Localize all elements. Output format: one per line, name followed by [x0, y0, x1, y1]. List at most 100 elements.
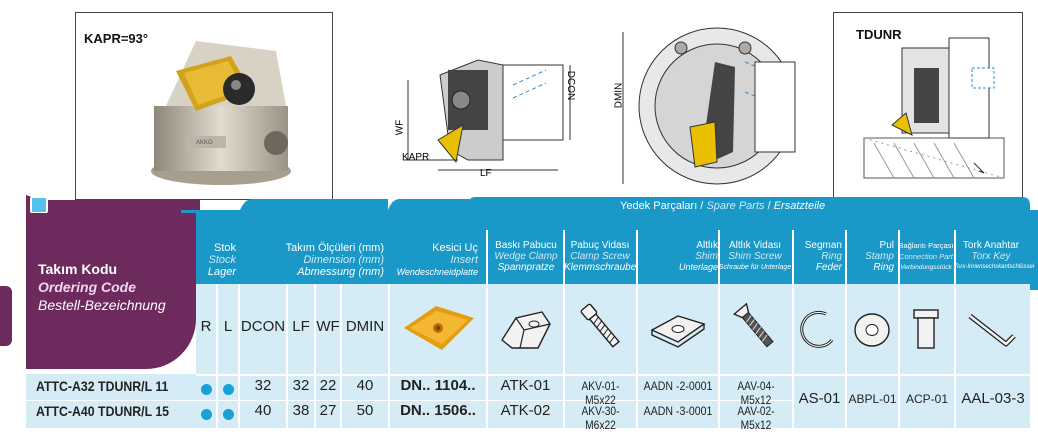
row2-dmin: 50 — [356, 402, 374, 419]
part-header-shim-screw: Altlık Vidası Shim Screw Schraube für Un… — [718, 240, 792, 273]
row2-stock-l — [223, 407, 234, 425]
wedge-tr: Baskı Pabucu — [495, 240, 557, 251]
svg-text:AKKO: AKKO — [196, 140, 213, 146]
insert-de: Wendeschneidplatte — [396, 267, 478, 277]
shared-key: AAL-03-3 — [961, 390, 1025, 407]
subheader-band — [196, 284, 1030, 374]
wedge-de: Spannpratze — [497, 262, 555, 273]
row1-stock-r — [201, 382, 212, 400]
row2-wedge: ATK-02 — [500, 402, 551, 419]
key-de: Torx-Innensechskantschlüssel — [954, 264, 1035, 270]
ordering-code-header: Takım Kodu Ordering Code Bestell-Bezeich… — [26, 213, 196, 369]
row2-stock-r — [201, 407, 212, 425]
kapr-dim-label: KAPR — [402, 152, 430, 163]
stamp-de: Ring — [873, 262, 894, 273]
dimensions-header: Takım Ölçüleri (mm) Dimension (mm) Abmes… — [238, 242, 384, 278]
key-en: Torx Key — [971, 251, 1011, 262]
shared-ring: AS-01 — [798, 390, 841, 407]
shim-screw-tr: Altlık Vidası — [728, 240, 782, 251]
row2-clamp-screw: AKV-30-M6x22 — [581, 404, 620, 432]
spare-parts-de: Ersatzteile — [773, 200, 826, 212]
row1-clamp-screw: AKV-01-M5x22 — [581, 379, 620, 407]
row1-shim: AADN -2-0001 — [643, 379, 713, 393]
row1-lf: 32 — [292, 377, 310, 394]
dims-tr: Takım Ölçüleri (mm) — [285, 242, 384, 254]
shim-tr: Altlık — [696, 240, 718, 251]
tool-holder-photo: AKKO — [151, 41, 291, 185]
stock-header: Stok Stock Lager — [192, 242, 236, 278]
row1-dcon: 32 — [254, 377, 272, 394]
subheader-l: L — [223, 318, 233, 335]
connection-part-image — [913, 309, 939, 349]
lf-label: LF — [480, 168, 492, 179]
shim-screw-de: Schraube für Unterlage — [718, 264, 792, 271]
product-photo-frame: KAPR=93° AKKO — [75, 12, 333, 200]
stock-de: Lager — [207, 266, 236, 278]
clamp-screw-image — [580, 303, 620, 348]
insert-tr: Kesici Uç — [432, 242, 478, 254]
dcon-label: DCON — [565, 70, 577, 101]
dims-de: Abmessung (mm) — [297, 266, 384, 278]
shim-image — [650, 315, 706, 348]
part-header-key: Tork Anahtar Torx Key Torx-Innensechskan… — [954, 240, 1035, 273]
row2-shim-screw: AAV-02-M5x12 — [737, 404, 775, 432]
part-header-stamp: Pul Stamp Ring — [846, 240, 894, 273]
part-header-wedge: Baskı Pabucu Wedge Clamp Spannpratze — [488, 240, 564, 273]
code-header-de: Bestell-Bezeichnung — [38, 297, 166, 313]
spare-parts-tr: Yedek Parçaları / — [620, 200, 704, 212]
row1-insert: DN.. 1104.. — [400, 377, 476, 394]
row1-wf: 22 — [319, 377, 337, 394]
connection-tr: Bağlantı Parçası — [898, 241, 954, 250]
subheader-r: R — [200, 318, 212, 335]
row2-code: ATTC-A40 TDUNR/L 15 — [36, 403, 170, 419]
subheader-dmin: DMIN — [345, 318, 385, 335]
part-header-clamp-screw: Pabuç Vidası Clamp Screw Klemmschraube — [564, 240, 636, 273]
insert-header: Kesici Uç Insert Wendeschneidplatte — [392, 242, 478, 278]
tab-corner-icon — [30, 196, 48, 214]
shim-de: Unterlage — [678, 262, 718, 272]
shared-stamp: ABPL-01 — [848, 392, 897, 406]
row1-stock-l — [223, 382, 234, 400]
shim-en: Shim — [695, 251, 718, 262]
end-view-drawing — [622, 27, 796, 185]
wedge-en: Wedge Clamp — [494, 251, 558, 262]
part-header-connection: Bağlantı Parçası Connection Part Verbind… — [898, 240, 954, 273]
torx-key-image — [968, 314, 1016, 347]
stock-en: Stock — [208, 254, 236, 266]
insert-image — [404, 306, 474, 350]
clamp-screw-tr: Pabuç Vidası — [570, 240, 630, 251]
tdunr-drawing — [863, 37, 1005, 179]
tdunr-label: TDUNR — [856, 27, 902, 42]
row1-shim-screw: AAV-04-M5x12 — [737, 379, 775, 407]
row2-lf: 38 — [292, 402, 310, 419]
key-tr: Tork Anahtar — [962, 240, 1020, 251]
part-header-shim: Altlık Shim Unterlage — [636, 240, 718, 273]
ring-en: Ring — [821, 251, 842, 262]
code-header-tr: Takım Kodu — [38, 261, 118, 277]
dims-en: Dimension (mm) — [303, 254, 384, 266]
connection-en: Connection Part — [899, 252, 953, 261]
spare-parts-en: Spare Parts — [706, 200, 765, 212]
part-header-ring: Segman Ring Feder — [792, 240, 842, 273]
spare-parts-title: Yedek Parçaları / Spare Parts / Ersatzte… — [620, 200, 825, 212]
stamp-en: Stamp — [865, 251, 894, 262]
row2-dcon: 40 — [254, 402, 272, 419]
stamp-image — [854, 313, 890, 347]
code-header-en: Ordering Code — [38, 279, 137, 295]
shared-connection: ACP-01 — [905, 392, 949, 406]
row1-wedge: ATK-01 — [500, 377, 551, 394]
insert-en: Insert — [450, 254, 478, 266]
shim-screw-image — [732, 302, 774, 348]
row2-shim: AADN -3-0001 — [643, 404, 713, 418]
row2-wf: 27 — [319, 402, 337, 419]
ring-image — [800, 310, 834, 348]
front-view-drawing — [403, 59, 571, 171]
ring-tr: Segman — [804, 240, 842, 251]
wf-label: WF — [394, 119, 406, 136]
row2-insert: DN.. 1506.. — [400, 402, 476, 419]
subheader-dcon: DCON — [240, 318, 286, 335]
stamp-tr: Pul — [879, 240, 894, 251]
side-tab — [0, 286, 12, 346]
ring-de: Feder — [815, 262, 842, 273]
row1-dmin: 40 — [356, 377, 374, 394]
